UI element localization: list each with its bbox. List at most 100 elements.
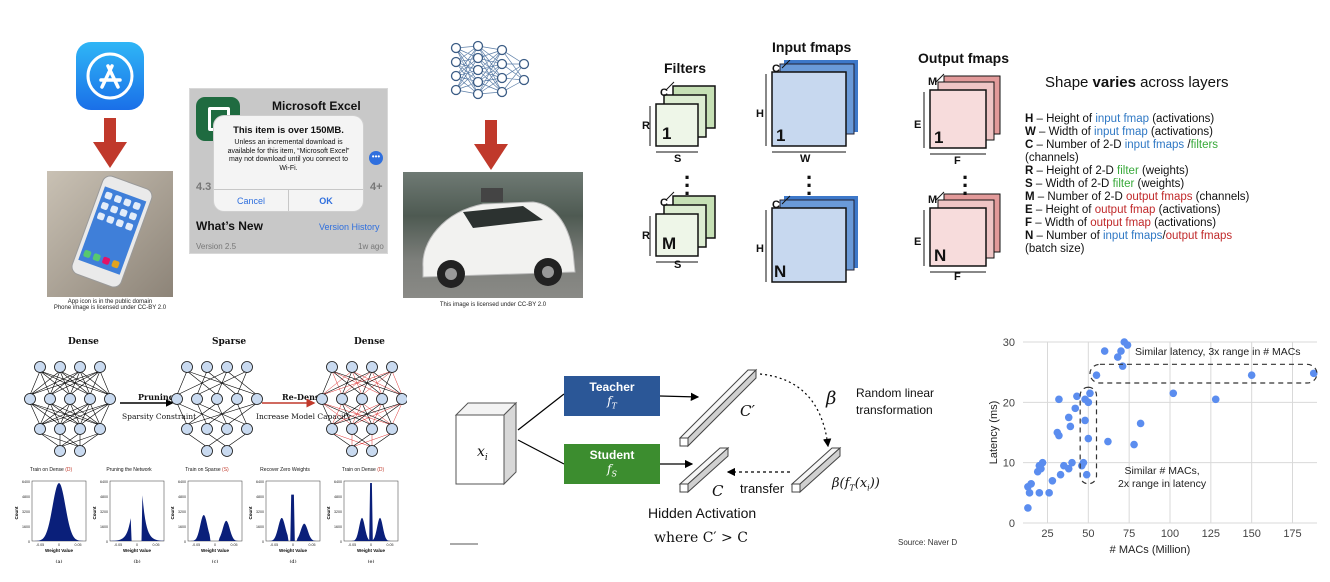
data-point bbox=[1056, 470, 1065, 479]
network-node bbox=[346, 445, 358, 457]
data-point bbox=[1045, 489, 1053, 497]
cancel-button[interactable]: Cancel bbox=[214, 190, 289, 211]
histogram-y-tick: 3200 bbox=[22, 510, 30, 514]
histogram-title: Train on Dense (D) bbox=[341, 467, 385, 473]
network-node bbox=[94, 423, 106, 435]
legend-text: (activations) bbox=[1147, 126, 1213, 138]
legend-line: E – Height of output fmap (activations) bbox=[1025, 204, 1249, 217]
sparsity-constraint-label: Sparsity Constraint bbox=[122, 412, 197, 421]
histogram-y-tick: 1600 bbox=[178, 525, 186, 529]
dimension-legend: H – Height of input fmap (activations)W … bbox=[1025, 113, 1249, 256]
network-node bbox=[34, 361, 46, 373]
beta-expr-sub: T bbox=[849, 483, 855, 493]
legend-line: M – Number of 2-D output fmaps (channels… bbox=[1025, 191, 1249, 204]
re-dense-label: Re-Dense bbox=[282, 392, 325, 402]
random-linear-label: Random linear transformation bbox=[856, 385, 934, 419]
histogram-x-label: Weight Value bbox=[279, 548, 307, 553]
network-edge bbox=[39, 432, 61, 448]
histogram-y-label: Count bbox=[248, 506, 253, 519]
histogram-y-tick: 4800 bbox=[334, 495, 342, 499]
network-edge bbox=[39, 402, 51, 426]
iphone-photo bbox=[47, 171, 173, 297]
arrow-down-icon bbox=[474, 120, 508, 170]
network-edge bbox=[331, 402, 383, 426]
filters-ellipsis: ... bbox=[684, 159, 691, 200]
more-button[interactable]: ••• bbox=[369, 151, 383, 165]
data-point bbox=[1084, 434, 1093, 443]
filter-s-label-2: S bbox=[674, 259, 682, 271]
where-label: where C′ > C bbox=[654, 530, 748, 546]
network-edge bbox=[186, 432, 208, 448]
data-point bbox=[1104, 437, 1112, 446]
network-edge bbox=[29, 370, 61, 396]
y-axis-label: Latency (ms) bbox=[988, 401, 1000, 465]
random-linear-line1: Random linear bbox=[856, 386, 935, 400]
histogram-x-label: Weight Value bbox=[45, 548, 73, 553]
network-edge bbox=[321, 370, 393, 396]
data-point bbox=[1027, 479, 1035, 488]
legend-line: C – Number of 2-D input fmaps /filters bbox=[1025, 139, 1249, 152]
annotation-mid-line2: 2x range in latency bbox=[1118, 478, 1207, 490]
data-point bbox=[1055, 395, 1063, 404]
histogram-y-tick: 1600 bbox=[22, 525, 30, 529]
network-node bbox=[181, 423, 193, 435]
student-sub: S bbox=[611, 469, 617, 479]
network-node bbox=[376, 393, 388, 405]
network-node bbox=[44, 393, 56, 405]
legend-text: (weights) bbox=[1138, 165, 1189, 177]
network-node bbox=[181, 361, 193, 373]
version-history-link[interactable]: Version History bbox=[319, 222, 380, 232]
annotation-mid: Similar # MACs, 2x range in latency bbox=[1118, 465, 1206, 491]
network-edge bbox=[196, 370, 248, 396]
histogram-x-tick: -0.05 bbox=[114, 543, 122, 547]
network-edge bbox=[351, 402, 403, 426]
data-point bbox=[1086, 389, 1094, 398]
data-point bbox=[1211, 395, 1220, 404]
student-label: Student fS bbox=[564, 448, 660, 481]
network-node bbox=[54, 361, 66, 373]
histogram-sublabel: (a) bbox=[56, 558, 63, 563]
network-node bbox=[316, 393, 328, 405]
input-c-label: C bbox=[772, 63, 780, 75]
histogram-y-tick: 6400 bbox=[22, 480, 30, 484]
histogram-area bbox=[188, 515, 242, 541]
network-edge bbox=[89, 370, 101, 396]
network-edge bbox=[39, 402, 71, 426]
legend-text: – Width of bbox=[1035, 126, 1095, 138]
input-n-label: N bbox=[774, 262, 787, 281]
version-text: Version 2.5 bbox=[196, 242, 237, 251]
c-prime-label: C′ bbox=[740, 402, 755, 420]
output-one-label: 1 bbox=[934, 128, 944, 147]
network-edge bbox=[206, 432, 228, 448]
input-ellipsis: ... bbox=[806, 159, 813, 200]
network-edge bbox=[39, 402, 91, 426]
network-edge bbox=[99, 402, 111, 426]
network-edge bbox=[321, 402, 333, 426]
histogram-tag: (S) bbox=[222, 467, 229, 473]
filter-one-label: 1 bbox=[662, 124, 672, 143]
sparse-label: Sparse bbox=[212, 337, 247, 347]
network-edge bbox=[331, 402, 403, 426]
x-tick-label: 150 bbox=[1242, 528, 1260, 540]
output-ellipsis: ... bbox=[962, 159, 969, 200]
histogram-title: Train on Sparse (S) bbox=[185, 467, 229, 473]
histogram-x-tick: 0 bbox=[370, 543, 372, 547]
ok-button[interactable]: OK bbox=[319, 196, 333, 206]
filter-r-label-2: R bbox=[642, 230, 650, 242]
histogram-x-tick: 0 bbox=[292, 543, 294, 547]
filters-title: Filters bbox=[664, 60, 707, 76]
legend-text: – Number of 2-D bbox=[1033, 139, 1125, 151]
histogram-y-tick: 4800 bbox=[178, 495, 186, 499]
weight-histograms: Train on Dense (D) 6400 4800 3200 1600 0 -0.05… bbox=[12, 467, 407, 569]
network-node bbox=[54, 445, 66, 457]
histogram-y-tick: 3200 bbox=[178, 510, 186, 514]
legend-key: S bbox=[1025, 178, 1033, 190]
network-node bbox=[366, 445, 378, 457]
histogram-x-tick: -0.05 bbox=[270, 543, 278, 547]
legend-highlight: input fmap bbox=[1094, 126, 1148, 138]
legend-line: S – Width of 2-D filter (weights) bbox=[1025, 178, 1249, 191]
histogram-x-tick: 0 bbox=[136, 543, 138, 547]
